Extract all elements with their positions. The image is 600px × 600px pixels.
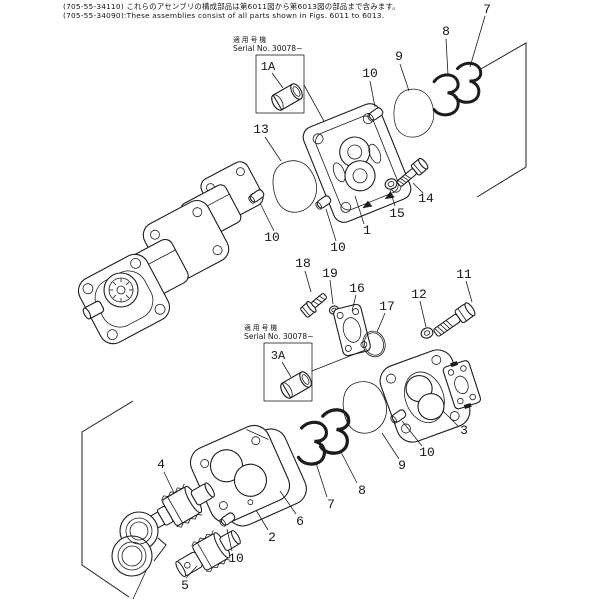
part-label-18: 18 (295, 256, 311, 271)
oring-17 (362, 330, 386, 358)
snapring-7-bottom (296, 419, 330, 468)
part-label-4: 4 (157, 457, 165, 472)
part-label-3: 3 (460, 423, 468, 438)
bolt-14 (396, 157, 429, 187)
part-label-12: 12 (411, 287, 427, 302)
part-label-11: 11 (456, 267, 472, 282)
leader-lines (163, 15, 486, 579)
part-label-14: 14 (418, 191, 434, 206)
part-label-1: 1 (363, 223, 371, 238)
bushing-3a (277, 369, 315, 401)
header-line-english: (705-55-34090):These assemblies consist … (63, 11, 384, 20)
rear-cover-3 (379, 349, 482, 443)
splined-shaft (103, 272, 139, 308)
part-label-10-b: 10 (330, 240, 346, 255)
part-label-8-bottom: 8 (358, 483, 366, 498)
part-label-15: 15 (389, 206, 405, 221)
part-label-16: 16 (349, 281, 365, 296)
part-label-1A: 1A (261, 60, 276, 74)
zone-border-lines (81, 42, 527, 598)
gear-shaft-5 (175, 529, 241, 578)
part-label-10-top: 10 (362, 66, 378, 81)
bolt-18 (300, 293, 327, 318)
part-label-5: 5 (181, 578, 189, 593)
bearing-carrier-2 (189, 424, 307, 527)
part-label-13: 13 (253, 122, 269, 137)
part-label-8-top: 8 (442, 24, 450, 39)
part-label-3A: 3A (271, 349, 286, 363)
serial-box-1a-title-jp: 適用号機 (233, 35, 268, 44)
part-label-7-top: 7 (483, 2, 491, 17)
part-label-10-bottom: 10 (228, 551, 244, 566)
flange-16 (333, 303, 371, 357)
bolt-11 (433, 302, 476, 337)
part-label-17: 17 (379, 299, 395, 314)
part-label-9-bottom: 9 (398, 458, 406, 473)
part-label-7-bottom: 7 (327, 497, 335, 512)
part-label-10-a: 10 (264, 230, 280, 245)
serial-box-3a: 適用号機 Serial No. 30078~ 3A (244, 323, 366, 402)
gasket-9-top (391, 87, 437, 140)
part-number-labels: 13 10 9 8 7 1 14 15 10 10 18 19 16 17 12… (157, 2, 491, 593)
bushing-1a (268, 81, 306, 113)
part-label-10-right: 10 (419, 445, 435, 460)
front-plate-1 (302, 103, 412, 223)
washer-15 (384, 178, 398, 190)
serial-box-1a: 適用号機 Serial No. 30078~ 1A (233, 35, 341, 151)
pump-assembly (77, 161, 264, 345)
part-label-19: 19 (322, 266, 338, 281)
serial-box-3a-title-en: Serial No. 30078~ (244, 332, 313, 341)
header-line-japanese: (705-55-34110) これらのアセンブリの構成部品は第6011図から第6… (63, 2, 400, 11)
part-label-6: 6 (296, 514, 304, 529)
serial-box-1a-title-en: Serial No. 30078~ (233, 44, 302, 53)
part-label-9-top: 9 (395, 49, 403, 64)
part-label-2: 2 (268, 530, 276, 545)
pin-10-b (313, 193, 333, 211)
side-plate-8shape (111, 511, 159, 600)
washer-12 (420, 327, 434, 339)
gasket-13 (269, 157, 321, 216)
serial-box-3a-title-jp: 適用号機 (244, 323, 279, 332)
